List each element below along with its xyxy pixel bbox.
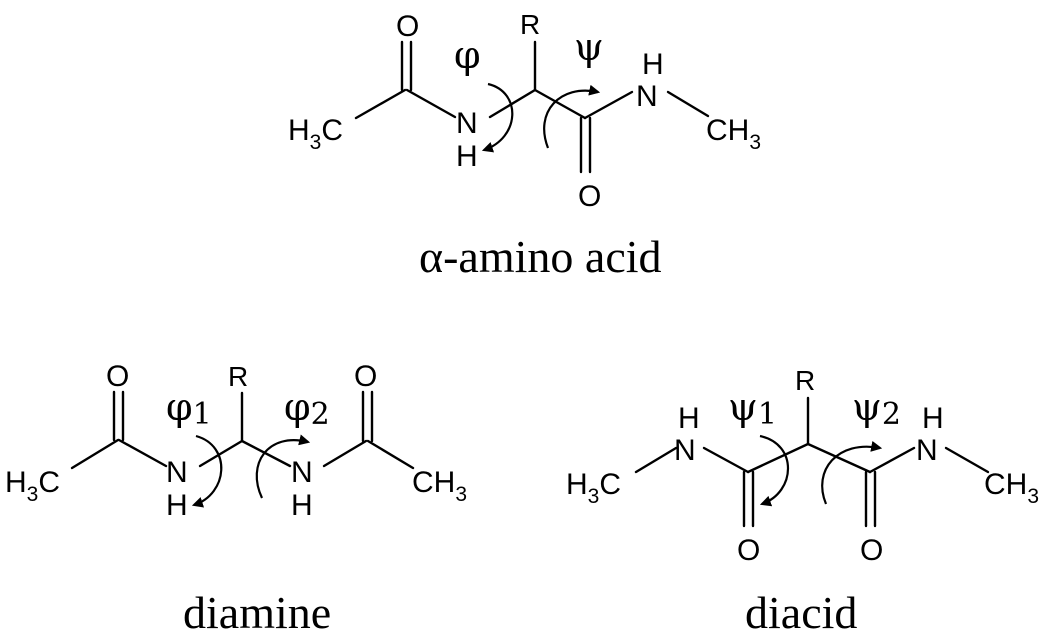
- phi-rotation-arrow: [481, 82, 514, 153]
- ch3-group: CH3: [706, 114, 761, 154]
- ch3-group: CH3: [412, 466, 467, 506]
- phi-angle-label: φ: [454, 33, 481, 77]
- psi-angle-label: ψ: [574, 25, 604, 69]
- diacid-caption: diacid: [745, 587, 857, 638]
- bond: [198, 439, 244, 468]
- carbonyl-oxygen-label: O: [578, 180, 601, 213]
- ch3-group: CH3: [984, 468, 1039, 508]
- psi-rotation-arrow: [543, 84, 601, 149]
- carbonyl-oxygen-label: O: [737, 534, 760, 567]
- psi2-angle-label: ψ2: [852, 385, 901, 432]
- bond: [322, 439, 368, 468]
- carbonyl-oxygen-label: O: [106, 360, 129, 393]
- r-group-label: R: [795, 365, 815, 396]
- phi2-rotation-arrow: [255, 434, 311, 499]
- nitrogen-label: N: [291, 456, 313, 489]
- phi2-angle-label: φ2: [284, 385, 330, 432]
- bond: [583, 90, 634, 120]
- psi1-rotation-arrow: [759, 434, 790, 507]
- carbonyl-oxygen-label: O: [860, 534, 883, 567]
- alpha-amino-acid-structure: H3C O N H R O H N CH3 φ ψ: [288, 9, 761, 213]
- h3c-group: H3C: [566, 468, 621, 508]
- amide-hydrogen-label: H: [456, 140, 478, 173]
- nitrogen-label: N: [456, 107, 478, 140]
- bond: [70, 438, 120, 470]
- bond: [746, 442, 810, 474]
- bond: [533, 88, 587, 120]
- r-group-label: R: [228, 361, 248, 392]
- carbonyl-oxygen-label: O: [396, 10, 419, 43]
- bond: [868, 446, 916, 474]
- amide-hydrogen-label: H: [642, 48, 664, 81]
- bond: [806, 442, 872, 474]
- bond: [944, 446, 990, 474]
- amide-hydrogen-label: H: [166, 489, 188, 522]
- alpha-amino-acid-caption: α-amino acid: [419, 231, 662, 282]
- bond: [366, 439, 415, 470]
- amide-hydrogen-label: H: [678, 402, 700, 435]
- bond: [702, 446, 750, 474]
- nitrogen-label: N: [166, 456, 188, 489]
- nitrogen-label: N: [674, 434, 696, 467]
- bond: [666, 90, 710, 118]
- h3c-group: H3C: [288, 114, 343, 154]
- bond: [488, 88, 537, 119]
- h3c-group: H3C: [5, 466, 60, 506]
- nitrogen-label: N: [916, 434, 938, 467]
- amide-hydrogen-label: H: [922, 402, 944, 435]
- bond: [405, 88, 457, 119]
- diamine-caption: diamine: [183, 587, 331, 638]
- diamine-structure: H3C O N H R N H O CH3 φ1 φ2: [5, 360, 467, 522]
- psi2-rotation-arrow: [821, 440, 883, 505]
- bond: [354, 88, 407, 120]
- phi1-rotation-arrow: [191, 434, 223, 508]
- bond: [117, 438, 168, 468]
- diacid-structure: H3C H N O R O H N CH3 ψ1 ψ2: [566, 365, 1039, 567]
- amide-hydrogen-label: H: [291, 489, 313, 522]
- carbonyl-oxygen-label: O: [354, 360, 377, 393]
- psi1-angle-label: ψ1: [728, 385, 777, 432]
- nitrogen-label: N: [636, 80, 658, 113]
- bond: [634, 446, 678, 474]
- phi1-angle-label: φ1: [166, 385, 212, 432]
- r-group-label: R: [520, 9, 540, 40]
- bond: [240, 439, 292, 468]
